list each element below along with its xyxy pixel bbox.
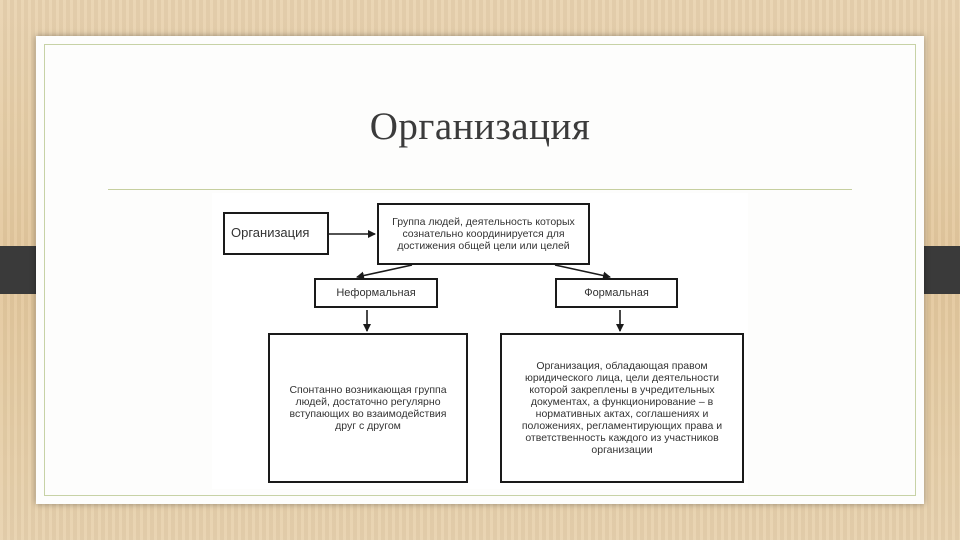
informal-description-box: Спонтанно возникающая группа людей, дост… [268, 333, 468, 483]
formal-description-box: Организация, обладающая правом юридическ… [500, 333, 744, 483]
definition-box: Группа людей, деятельность которых созна… [377, 203, 590, 265]
arrow-definition-to-informal [356, 264, 413, 280]
organization-box: Организация [223, 212, 329, 255]
arrow-definition-to-formal [554, 264, 611, 280]
formal-box: Формальная [555, 278, 678, 308]
informal-description: Спонтанно возникающая группа людей, дост… [289, 383, 447, 433]
formal-label: Формальная [584, 286, 649, 299]
diagram-arrows [329, 230, 624, 332]
informal-label: Неформальная [336, 286, 416, 299]
title-underline [108, 189, 852, 190]
informal-box: Неформальная [314, 278, 438, 308]
formal-description: Организация, обладающая правом юридическ… [521, 359, 723, 457]
org-diagram: Организация Группа людей, деятельность к… [212, 193, 748, 489]
definition-text: Группа людей, деятельность которых созна… [392, 215, 575, 253]
organization-label: Организация [231, 225, 310, 241]
slide-inner-border [44, 44, 916, 496]
slide-title: Организация [369, 105, 591, 148]
